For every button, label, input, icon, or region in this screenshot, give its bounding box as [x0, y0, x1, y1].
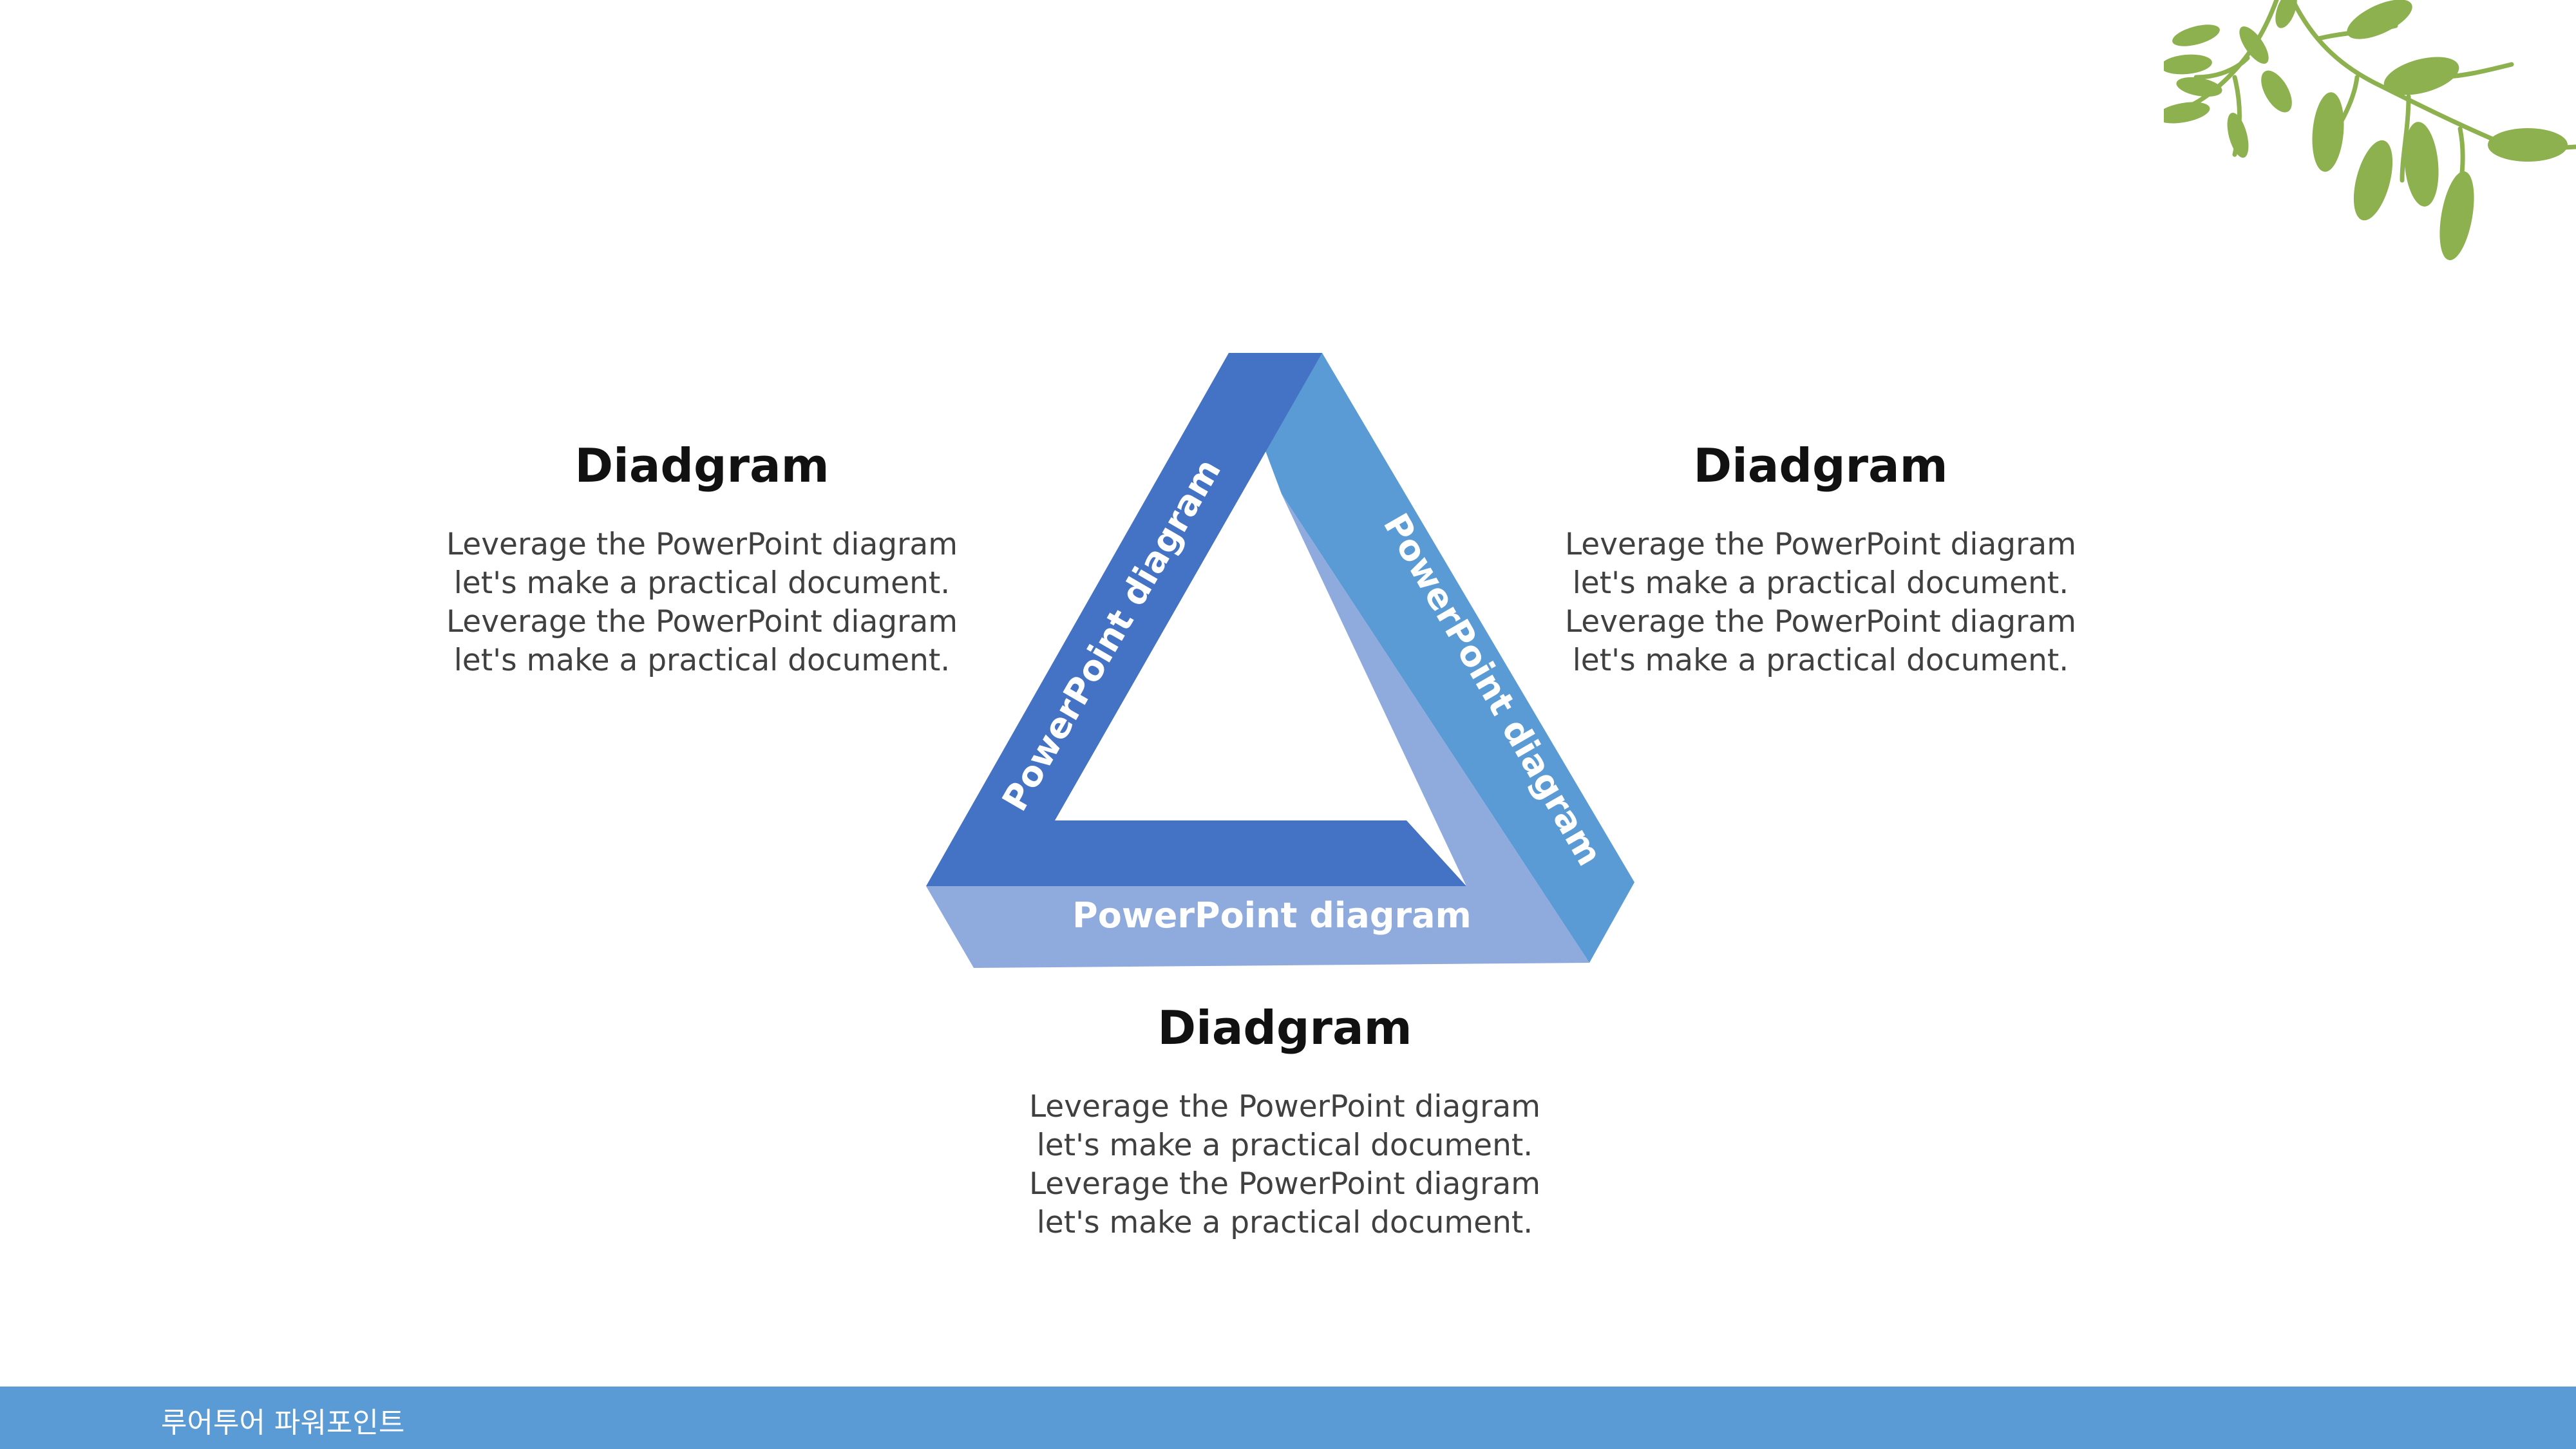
- band-label-bottom: PowerPoint diagram: [1072, 895, 1472, 936]
- triangle-band-right: [1229, 353, 1634, 963]
- leaf: [2164, 102, 2210, 124]
- triangle-hole: [1130, 559, 1406, 820]
- triangle-band-bottom: [926, 494, 1589, 968]
- text-block-right: Diadgram Leverage the PowerPoint diagram…: [1531, 438, 2110, 680]
- leaf: [2347, 0, 2412, 39]
- footer-bar: 루어투어 파워포인트: [0, 1387, 2576, 1449]
- block-title-bottom: Diadgram: [1157, 1001, 1412, 1055]
- leaf: [2164, 54, 2212, 75]
- triangle-band-left: [926, 353, 1466, 886]
- leaf-branch-icon: [2164, 0, 2576, 261]
- footer-text: 루어투어 파워포인트: [161, 1406, 405, 1439]
- leaf: [2439, 171, 2474, 261]
- leaf: [2312, 92, 2344, 172]
- leaf: [2383, 57, 2459, 95]
- block-body-left: Leverage the PowerPoint diagram let's ma…: [446, 527, 958, 679]
- leaf: [2275, 0, 2297, 28]
- text-block-bottom: Diadgram Leverage the PowerPoint diagram…: [995, 1000, 1575, 1242]
- leaf: [2239, 26, 2269, 64]
- leaf: [2227, 113, 2249, 158]
- block-body-bottom: Leverage the PowerPoint diagram let's ma…: [1028, 1089, 1541, 1241]
- block-title-right: Diadgram: [1693, 439, 1948, 493]
- text-block-left: Diadgram Leverage the PowerPoint diagram…: [412, 438, 992, 680]
- block-body-right: Leverage the PowerPoint diagram let's ma…: [1564, 527, 2077, 679]
- leaf: [2404, 122, 2439, 207]
- block-title-left: Diadgram: [574, 439, 829, 493]
- leaf: [2353, 140, 2393, 221]
- leaf: [2261, 70, 2292, 113]
- leaf: [2488, 128, 2568, 162]
- leaf: [2172, 24, 2220, 46]
- leaf: [2176, 77, 2222, 97]
